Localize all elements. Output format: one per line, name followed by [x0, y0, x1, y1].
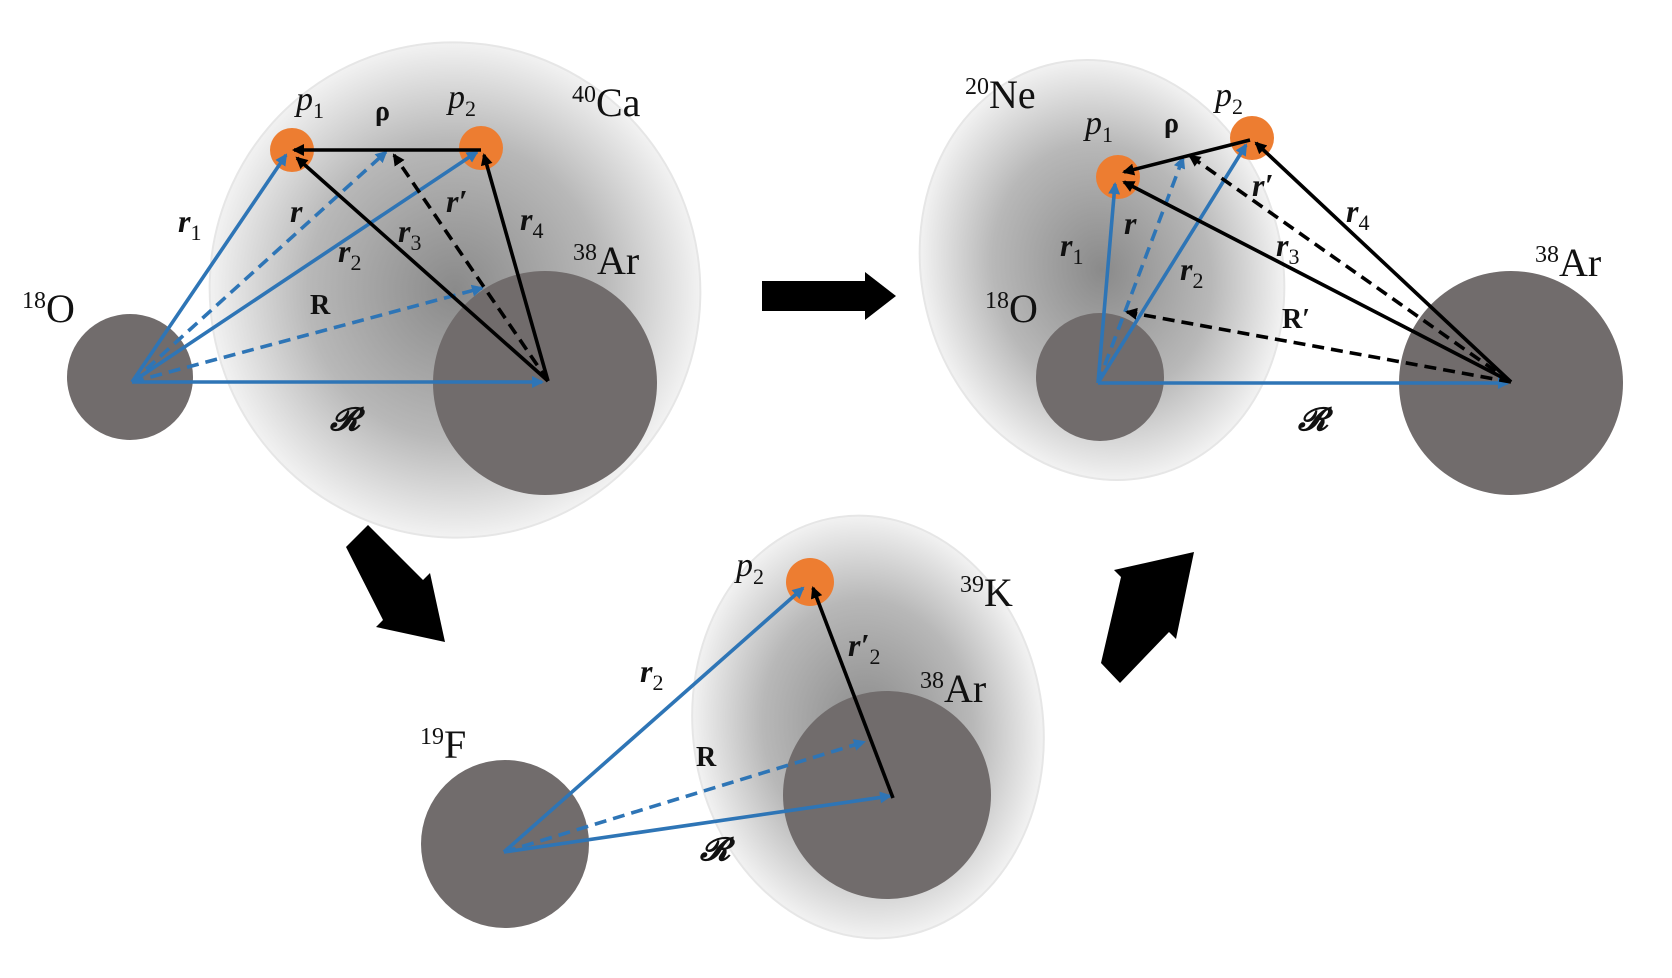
- ar38-final-core: [1399, 271, 1623, 495]
- arrow-up-right-icon: [1101, 552, 1194, 683]
- label-p2-final: p2: [1213, 77, 1243, 119]
- proton-2: [459, 126, 503, 170]
- vec-r2prime-mid: [810, 586, 895, 799]
- label-rprime-final: r′: [1252, 167, 1273, 203]
- vec-r4-final: [1254, 141, 1513, 384]
- ne20-halo: [918, 58, 1286, 482]
- label-R-mid: R: [696, 742, 717, 773]
- label-rprime: r′: [446, 183, 467, 219]
- label-r2prime-mid: r′2: [848, 627, 880, 669]
- label-p2: p2: [446, 79, 476, 121]
- label-script-R-final: 𝓡: [1297, 400, 1334, 438]
- panel-initial: 40Ca 38Ar 18O p1 p2 ρ r1 r r2 r3 r′ r4 R…: [22, 41, 702, 539]
- label-ca40: 40Ca: [572, 80, 641, 125]
- label-Rprime-final: R′: [1282, 304, 1310, 335]
- label-script-R: 𝓡: [329, 400, 366, 438]
- vec-r1-final: [1096, 182, 1121, 384]
- vec-r: [130, 150, 388, 384]
- label-ar38-final: 38Ar: [1535, 240, 1601, 285]
- vec-Rprime-final: [1125, 307, 1512, 384]
- panel-final: 20Ne 38Ar 18O p1 p2 ρ r1 r r2 r3 r′ r4 R…: [918, 58, 1623, 495]
- label-o18-inner: 18O: [985, 286, 1038, 331]
- o18-core: [67, 314, 193, 440]
- label-ne20: 20Ne: [965, 72, 1036, 117]
- label-r1: r1: [178, 203, 201, 245]
- label-script-R-mid: 𝓡: [699, 830, 736, 868]
- label-r1-final: r1: [1060, 227, 1083, 269]
- vec-r2-final: [1096, 143, 1248, 384]
- label-r4: r4: [520, 201, 543, 243]
- label-k39: 39K: [960, 570, 1013, 615]
- label-R: R: [310, 290, 331, 321]
- vec-r1: [130, 153, 288, 384]
- label-p1-final: p1: [1083, 105, 1113, 147]
- vec-r2-mid: [502, 586, 805, 854]
- vec-rprime-final: [1188, 154, 1513, 384]
- label-r2: r2: [338, 233, 361, 275]
- label-ar38-mid: 38Ar: [920, 666, 986, 711]
- vec-r3-final: [1122, 180, 1512, 384]
- label-r3-final: r3: [1276, 227, 1299, 269]
- f19-core: [421, 760, 589, 928]
- vec-rho-final: [1122, 138, 1251, 176]
- vec-R: [131, 284, 484, 384]
- label-r2-final: r2: [1180, 251, 1203, 293]
- vec-R-mid: [503, 739, 866, 854]
- label-rho: ρ: [375, 96, 390, 127]
- label-r2-mid: r2: [640, 653, 663, 695]
- vec-r-final: [1096, 156, 1186, 384]
- arrow-right-icon: [762, 272, 896, 320]
- label-p2-mid: p2: [734, 547, 764, 589]
- label-o18: 18O: [22, 286, 75, 331]
- vec-r3: [295, 156, 550, 383]
- vec-script-R-mid: [503, 791, 892, 854]
- vec-rprime: [392, 153, 550, 383]
- label-r4-final: r4: [1346, 193, 1369, 235]
- vec-r4: [480, 153, 550, 382]
- label-r: r: [290, 193, 303, 229]
- label-r3: r3: [398, 213, 421, 255]
- panel-intermediate: 39K 38Ar 19F p2 r2 r′2 R 𝓡: [420, 514, 1045, 940]
- label-ar38: 38Ar: [573, 238, 639, 283]
- arrow-down-right-icon: [346, 525, 445, 642]
- label-p1: p1: [294, 81, 324, 123]
- label-rho-final: ρ: [1164, 108, 1179, 139]
- proton-1-final: [1096, 155, 1140, 199]
- label-r-final: r: [1124, 205, 1137, 241]
- label-f19: 19F: [420, 722, 466, 767]
